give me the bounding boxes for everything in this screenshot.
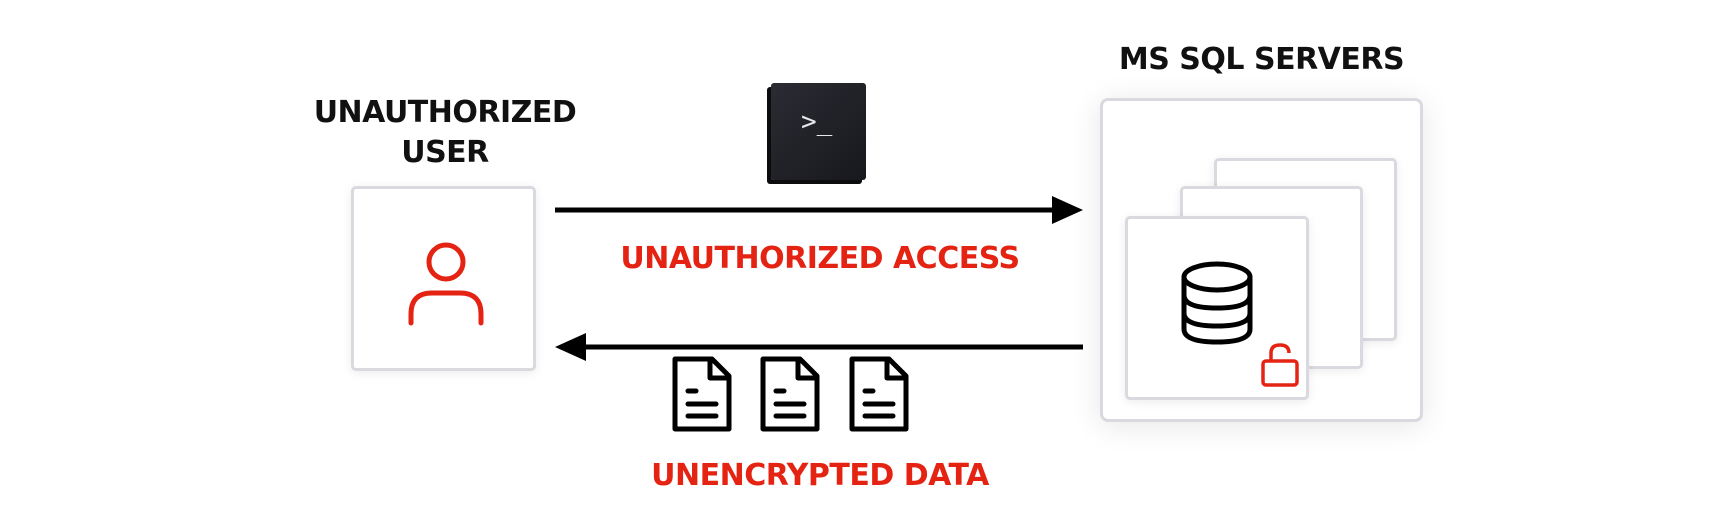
unlocked-padlock-icon bbox=[1261, 343, 1299, 387]
response-label: UNENCRYPTED DATA bbox=[651, 458, 989, 493]
request-label: UNAUTHORIZED ACCESS bbox=[620, 241, 1020, 276]
document-icon bbox=[672, 356, 732, 432]
person-outline-icon bbox=[408, 242, 484, 326]
document-icon bbox=[760, 356, 820, 432]
terminal-icon: >_ bbox=[771, 83, 866, 180]
document-icon bbox=[849, 356, 909, 432]
terminal-prompt: >_ bbox=[801, 107, 833, 137]
server-card bbox=[1125, 216, 1309, 400]
user-title: UNAUTHORIZED USER bbox=[300, 93, 590, 173]
database-icon bbox=[1181, 261, 1253, 345]
user-card bbox=[351, 186, 536, 371]
user-title-line1: UNAUTHORIZED bbox=[313, 95, 577, 130]
servers-title: MS SQL SERVERS bbox=[1118, 42, 1405, 77]
user-title-line2: USER bbox=[401, 135, 489, 170]
